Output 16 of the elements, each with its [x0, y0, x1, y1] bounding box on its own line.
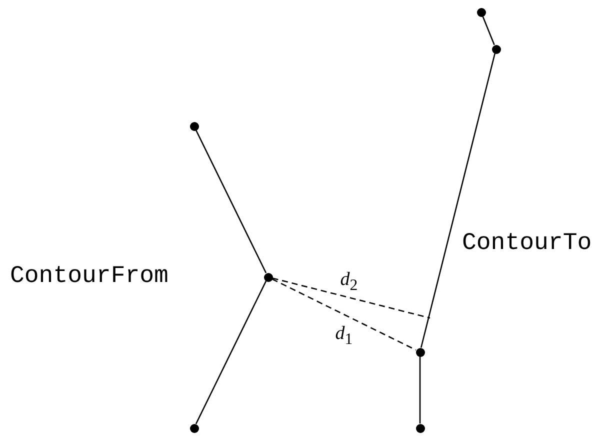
line [419, 356, 421, 424]
dashed-line [272, 278, 416, 351]
contour-name: ContourTo [462, 232, 592, 256]
point-marker [190, 122, 198, 130]
dashed-line [272, 277, 430, 319]
contour-name: ContourFrom [10, 265, 168, 289]
point-marker [190, 424, 198, 432]
point-marker [416, 348, 424, 356]
line [195, 280, 267, 424]
point-marker [264, 272, 272, 282]
line [195, 130, 267, 274]
point-marker [416, 424, 424, 432]
point-marker [476, 8, 486, 16]
line [420, 53, 496, 348]
point-marker [492, 44, 500, 54]
line [482, 16, 495, 46]
